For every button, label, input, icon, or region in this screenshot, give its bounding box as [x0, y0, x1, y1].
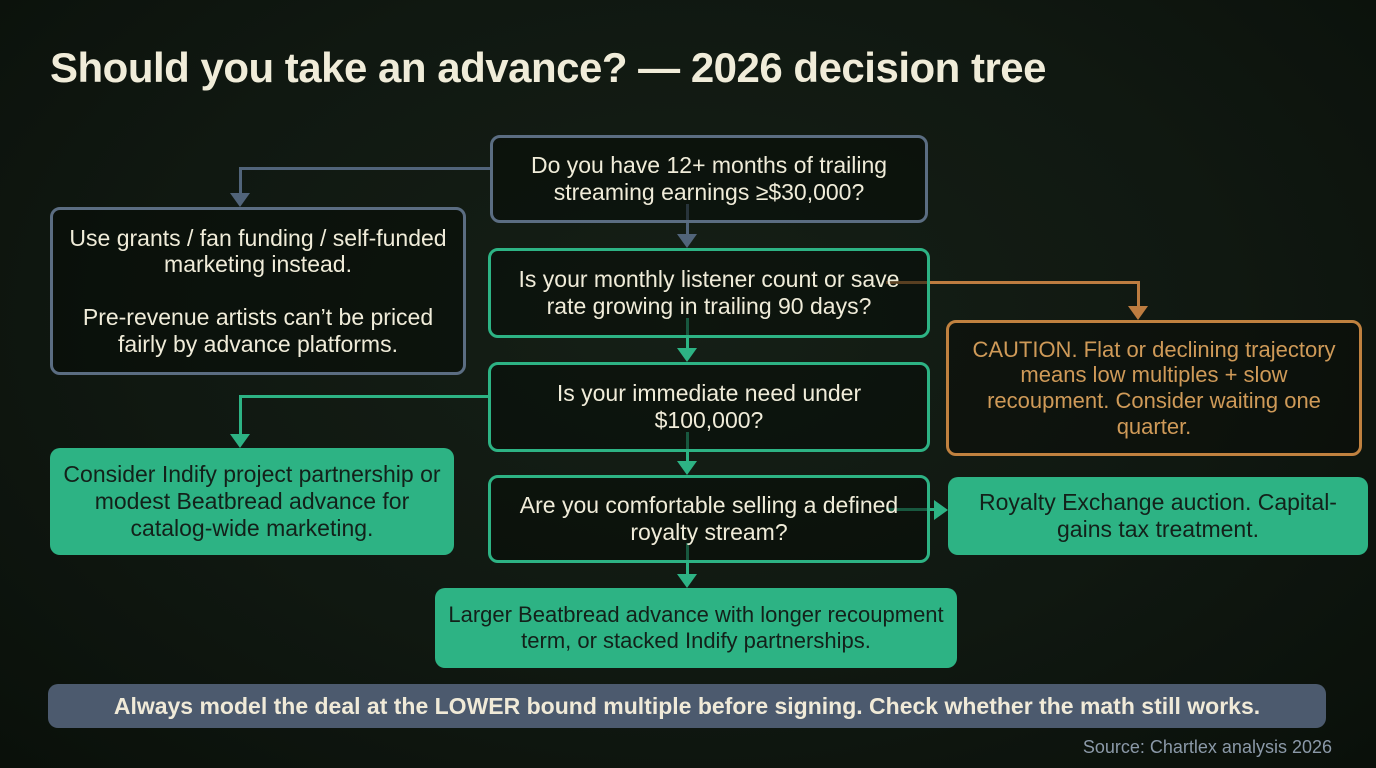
- node-caution-flat-trajectory: CAUTION. Flat or declining trajectory me…: [946, 320, 1362, 456]
- node-outcome-no-revenue: Use grants / fan funding / self-funded m…: [50, 207, 466, 375]
- node-text: CAUTION. Flat or declining trajectory me…: [972, 336, 1336, 439]
- arrowhead-down-icon: [677, 234, 697, 248]
- bottom-advice-banner: Always model the deal at the LOWER bound…: [48, 684, 1326, 728]
- arrowhead-down-icon: [230, 434, 250, 448]
- connector-q1-to-norevenue-v: [239, 167, 242, 196]
- node-question-immediate-need: Is your immediate need under $100,000?: [488, 362, 930, 452]
- node-text: Royalty Exchange auction. Capital-gains …: [979, 489, 1337, 542]
- node-outcome-larger-beatbread: Larger Beatbread advance with longer rec…: [435, 588, 957, 668]
- connector-q2-to-caution-h: [886, 281, 1140, 284]
- node-outcome-indify-partnership: Consider Indify project partnership or m…: [50, 448, 454, 555]
- node-outcome-royalty-exchange: Royalty Exchange auction. Capital-gains …: [948, 477, 1368, 555]
- connector-q3-to-indify-h: [239, 395, 489, 398]
- arrowhead-down-icon: [677, 461, 697, 475]
- node-text: Larger Beatbread advance with longer rec…: [448, 602, 944, 653]
- connector-q1-to-norevenue-h: [239, 167, 490, 170]
- node-text: Use grants / fan funding / self-funded m…: [69, 224, 447, 278]
- node-text: Is your monthly listener count or save r…: [518, 266, 900, 319]
- source-attribution: Source: Chartlex analysis 2026: [1082, 737, 1332, 757]
- arrowhead-down-icon: [1128, 306, 1148, 320]
- arrowhead-right-icon: [934, 500, 948, 520]
- connector-q2-to-caution-v: [1137, 281, 1140, 309]
- arrowhead-down-icon: [677, 574, 697, 588]
- node-text: Pre-revenue artists can’t be priced fair…: [82, 304, 434, 357]
- node-text: Do you have 12+ months of trailing strea…: [530, 152, 888, 205]
- banner-text: Always model the deal at the LOWER bound…: [113, 692, 1261, 719]
- node-question-royalty-stream: Are you comfortable selling a defined ro…: [488, 475, 930, 563]
- arrowhead-down-icon: [677, 348, 697, 362]
- node-text: Is your immediate need under $100,000?: [556, 380, 862, 433]
- node-text: Consider Indify project partnership or m…: [63, 461, 441, 541]
- connector-q3-to-indify-v: [239, 395, 242, 436]
- arrowhead-down-icon: [230, 193, 250, 207]
- node-text: Are you comfortable selling a defined ro…: [519, 492, 899, 545]
- node-question-trailing-earnings: Do you have 12+ months of trailing strea…: [490, 135, 928, 223]
- page-title: Should you take an advance? — 2026 decis…: [50, 44, 1047, 91]
- node-question-growth: Is your monthly listener count or save r…: [488, 248, 930, 338]
